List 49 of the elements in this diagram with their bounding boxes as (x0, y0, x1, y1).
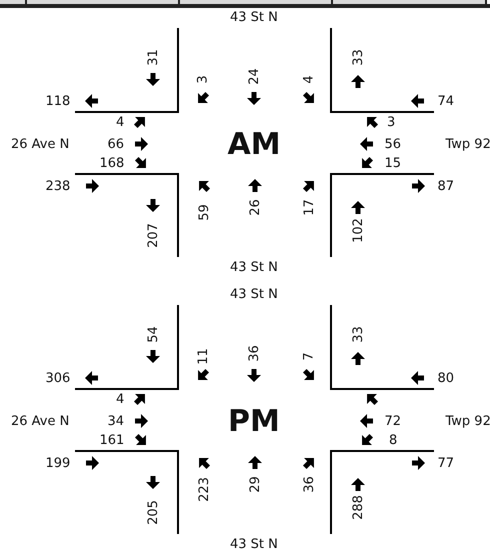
volume-label: 80 (438, 372, 454, 384)
volume-label: 17 (302, 198, 316, 216)
street-name: 26 Ave N (11, 414, 70, 428)
period-label: PM (228, 407, 280, 437)
volume-label: 24 (247, 68, 260, 84)
volume-label: 288 (351, 494, 364, 520)
volume-label: 7 (302, 352, 316, 360)
volume-label: 207 (146, 222, 160, 248)
volume-label: 74 (438, 94, 454, 108)
volume-label: 36 (247, 344, 260, 362)
volume-label: 31 (146, 48, 160, 66)
street-name: Twp 92 (446, 414, 490, 428)
street-name: Twp 92 (446, 138, 490, 150)
volume-label: 29 (248, 476, 262, 492)
volume-label: 118 (46, 94, 70, 108)
street-name: 26 Ave N (11, 138, 70, 150)
volume-label: 11 (196, 348, 210, 364)
volume-label: 199 (46, 456, 70, 470)
volume-label: 33 (351, 326, 364, 342)
volume-label: 4 (302, 74, 316, 84)
street-name: 43 St N (230, 538, 278, 550)
volume-label: 223 (197, 476, 210, 502)
volume-label: 4 (116, 116, 124, 128)
volume-label: 87 (438, 180, 454, 192)
volume-label: 8 (389, 434, 398, 446)
street-name: 43 St N (230, 260, 278, 274)
volume-label: 168 (100, 156, 124, 170)
volume-label: 161 (100, 434, 124, 446)
volume-label: 56 (384, 138, 402, 150)
volume-label: 238 (46, 180, 70, 192)
volume-label: 54 (146, 326, 160, 342)
volume-label: 33 (351, 48, 364, 66)
period-label: AM (228, 130, 281, 160)
volume-label: 3 (387, 116, 396, 128)
volume-label: 34 (108, 414, 124, 428)
volume-label: 306 (46, 372, 70, 384)
street-name: 43 St N (230, 10, 278, 24)
volume-label: 102 (351, 218, 364, 242)
volume-label: 26 (248, 198, 262, 216)
volume-label: 36 (302, 476, 316, 492)
volume-label: 15 (384, 156, 402, 170)
street-name: 43 St N (230, 288, 278, 300)
volume-label: 3 (196, 74, 210, 84)
volume-label: 72 (384, 414, 402, 428)
volume-label: 66 (108, 138, 124, 150)
volume-label: 77 (438, 456, 454, 470)
volume-label: 4 (116, 392, 124, 406)
volume-label: 205 (146, 500, 160, 524)
volume-label: 59 (197, 204, 210, 220)
